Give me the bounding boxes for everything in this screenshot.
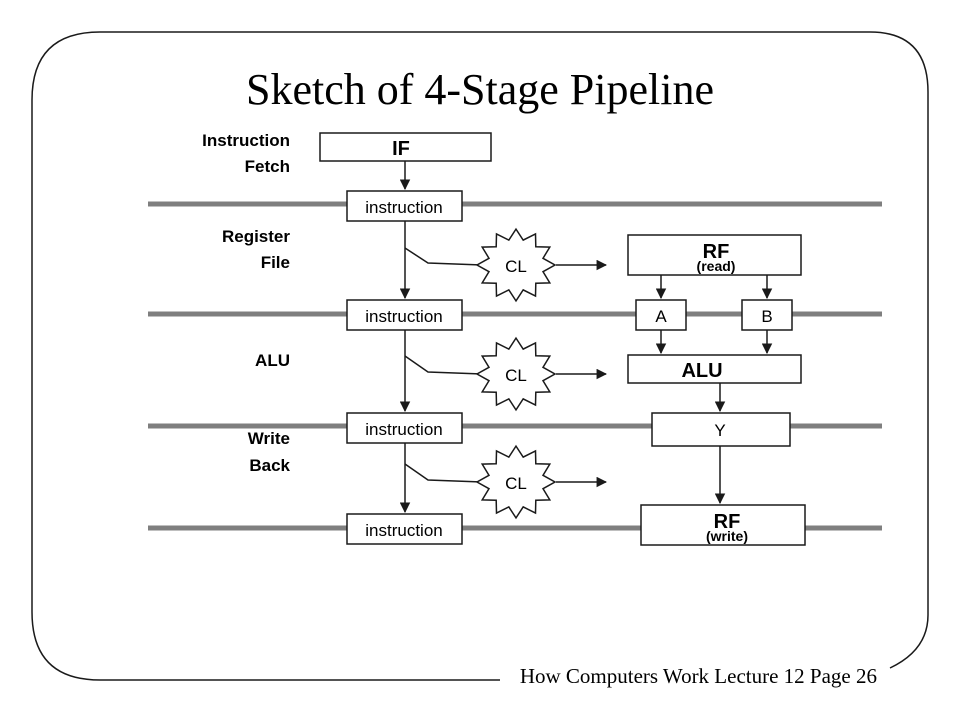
rf-read-subtitle: (read) xyxy=(697,258,736,274)
register-a-label: A xyxy=(655,307,667,326)
control-arrows xyxy=(556,259,608,488)
rf-read-title: RF xyxy=(703,241,730,263)
instruction-box-4 xyxy=(346,513,463,545)
register-y-box xyxy=(651,412,791,447)
instruction-label-2: instruction xyxy=(365,307,442,326)
datapath-arrows xyxy=(655,275,773,505)
stage-label-regfile-2: File xyxy=(261,253,290,272)
instruction-registers: instruction instruction instruction inst… xyxy=(346,190,463,545)
control-taps xyxy=(404,247,483,483)
cl-starburst-2 xyxy=(475,336,557,412)
cl-label-3: CL xyxy=(505,474,527,493)
cl-label-1: CL xyxy=(505,257,527,276)
control-tap-1 xyxy=(404,247,483,266)
instruction-label-1: instruction xyxy=(365,198,442,217)
control-tap-2 xyxy=(404,355,483,375)
alu-box xyxy=(627,354,802,384)
instruction-label-4: instruction xyxy=(365,521,442,540)
if-label: IF xyxy=(392,138,410,160)
instruction-box-3 xyxy=(346,412,463,444)
rf-read-box xyxy=(627,234,802,276)
instruction-label-3: instruction xyxy=(365,420,442,439)
stage-label-regfile-1: Register xyxy=(222,227,290,246)
instruction-box-1 xyxy=(346,190,463,222)
cl-label-2: CL xyxy=(505,366,527,385)
stage-label-writeback-2: Back xyxy=(249,456,290,475)
register-b-label: B xyxy=(761,307,772,326)
rf-write-subtitle: (write) xyxy=(706,528,748,544)
cl-starburst-1 xyxy=(475,227,557,303)
stage-label-fetch-2: Fetch xyxy=(245,157,290,176)
register-y-label: Y xyxy=(714,421,725,440)
cl-starburst-3 xyxy=(475,444,557,520)
stage-label-fetch-1: Instruction xyxy=(202,131,290,150)
rf-write-title: RF xyxy=(714,511,741,533)
page-footer: How Computers Work Lecture 12 Page 26 xyxy=(520,664,877,688)
page-title: Sketch of 4-Stage Pipeline xyxy=(246,65,714,114)
rf-write-box xyxy=(640,504,806,546)
control-tap-3 xyxy=(404,463,483,483)
alu-label: ALU xyxy=(681,360,722,382)
cl-starbursts: CL CL CL xyxy=(475,227,557,520)
stage-label-writeback-1: Write xyxy=(248,429,290,448)
stage-label-alu: ALU xyxy=(255,351,290,370)
instruction-box-2 xyxy=(346,299,463,331)
slide-frame xyxy=(31,31,929,681)
